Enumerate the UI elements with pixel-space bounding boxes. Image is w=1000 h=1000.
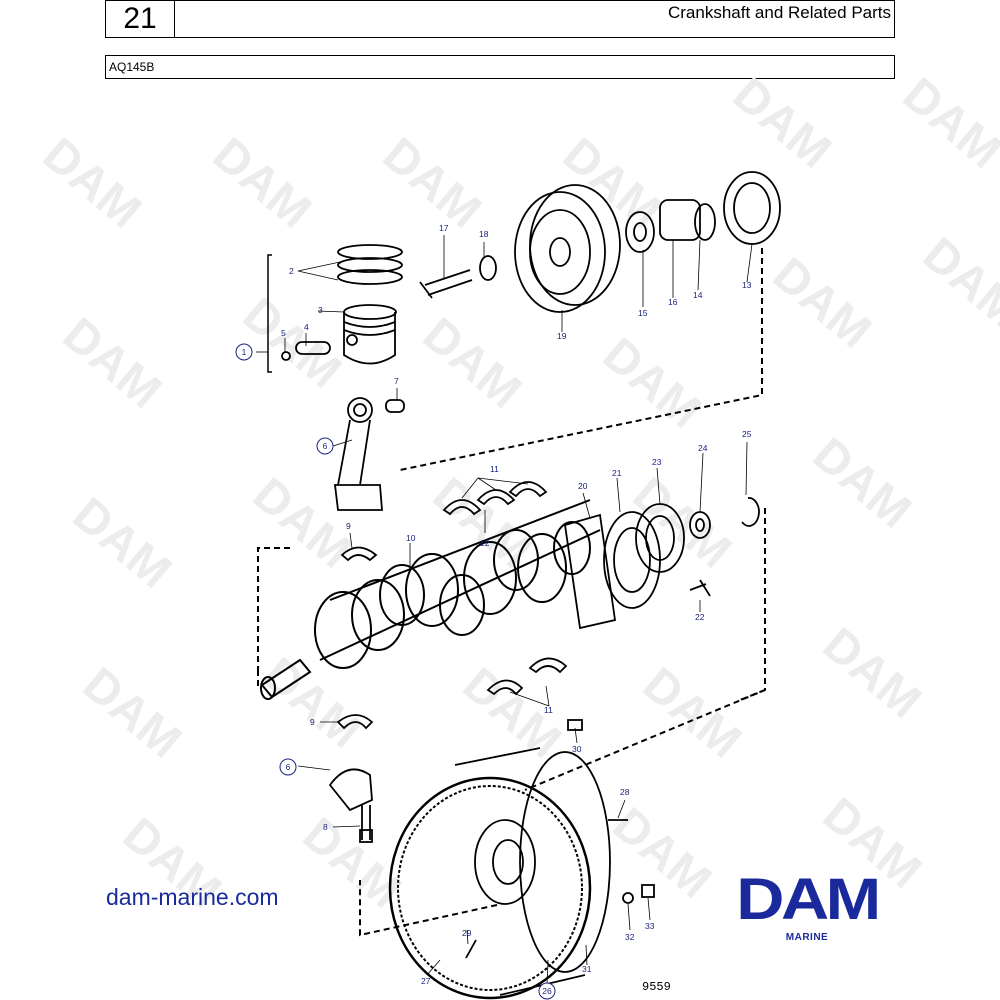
callout-9: 9	[346, 521, 351, 531]
callout-6: 6	[323, 441, 328, 451]
watermark: DAM	[763, 248, 881, 359]
callout-19: 19	[557, 331, 567, 341]
watermark: DAM	[233, 288, 351, 399]
callout-5: 5	[281, 328, 286, 338]
watermark: DAM	[373, 128, 491, 239]
callout-1: 1	[242, 347, 247, 357]
bearing-shells	[336, 481, 568, 730]
callout-20: 20	[578, 481, 588, 491]
leader-lines	[256, 235, 753, 986]
callout-15: 15	[638, 308, 648, 318]
group-bracket	[267, 254, 272, 373]
callout-14: 14	[693, 290, 703, 300]
callout-23: 23	[652, 457, 662, 467]
model-code: AQ145B	[105, 55, 895, 79]
callout-3: 3	[318, 305, 323, 315]
callout-27: 27	[421, 976, 431, 986]
page-title: Crankshaft and Related Parts	[667, 3, 891, 22]
flywheel	[388, 747, 611, 1000]
callout-32: 32	[625, 932, 635, 942]
callout-10: 10	[406, 533, 416, 543]
watermark: DAM	[63, 488, 181, 599]
watermark: DAM	[423, 468, 541, 579]
callout-11-lower: 11	[544, 705, 553, 715]
watermark: DAM	[893, 68, 1000, 179]
callout-6-lower: 6	[286, 762, 291, 772]
callout-29: 29	[462, 928, 472, 938]
callout-18: 18	[479, 229, 489, 239]
callout-2: 2	[289, 266, 294, 276]
callout-7: 7	[394, 376, 399, 386]
circled-callouts	[235, 343, 556, 1000]
assembly-dashed-lines	[257, 248, 766, 937]
callout-17: 17	[439, 223, 449, 233]
callout-9-lower: 9	[310, 717, 315, 727]
callout-12: 12	[480, 538, 490, 548]
watermark: DAM	[803, 428, 921, 539]
front-seal-parts	[625, 171, 781, 253]
brand-logo-text: DAM	[736, 867, 881, 932]
connecting-rod	[333, 397, 405, 511]
callout-30: 30	[572, 744, 582, 754]
callout-11: 11	[490, 464, 499, 474]
callout-33: 33	[645, 921, 655, 931]
watermark: DAM	[593, 328, 711, 439]
callout-21: 21	[612, 468, 622, 478]
watermark: DAM	[413, 308, 531, 419]
callout-16: 16	[668, 297, 678, 307]
callout-13: 13	[742, 280, 752, 290]
watermark: DAM	[53, 308, 171, 419]
part-labels: 1 2 3 4 5 6 7 8 9 10 11 12 13 14 15 16 1…	[242, 223, 752, 996]
brand-logo: DAM MARINE	[718, 871, 896, 944]
watermark: DAM	[723, 68, 841, 179]
piston	[343, 304, 397, 365]
callout-25: 25	[742, 429, 752, 439]
callout-24: 24	[698, 443, 708, 453]
watermark-layer: DAM DAM DAM DAM DAM DAM DAM DAM DAM DAM …	[33, 68, 1000, 919]
piston-pin	[281, 341, 331, 361]
brand-subtitle: MARINE	[785, 932, 829, 943]
crankshaft-pulley	[419, 184, 621, 313]
callout-22: 22	[695, 612, 705, 622]
crankshaft	[260, 499, 601, 700]
callout-8: 8	[323, 822, 328, 832]
watermark: DAM	[73, 658, 191, 769]
watermark: DAM	[913, 228, 1000, 339]
watermark: DAM	[203, 128, 321, 239]
page-number: 21	[106, 1, 175, 37]
document-number: 9559	[642, 980, 671, 994]
watermark: DAM	[33, 128, 151, 239]
callout-26: 26	[542, 986, 552, 996]
piston-rings	[337, 244, 403, 285]
website-link[interactable]: dam-marine.com	[106, 884, 279, 910]
watermark: DAM	[633, 658, 751, 769]
watermark: DAM	[603, 798, 721, 909]
callout-31: 31	[582, 964, 592, 974]
watermark: DAM	[453, 658, 571, 769]
callout-4: 4	[304, 322, 309, 332]
watermark: DAM	[813, 618, 931, 729]
callout-28: 28	[620, 787, 630, 797]
page-header: 21 Crankshaft and Related Parts	[105, 0, 895, 38]
